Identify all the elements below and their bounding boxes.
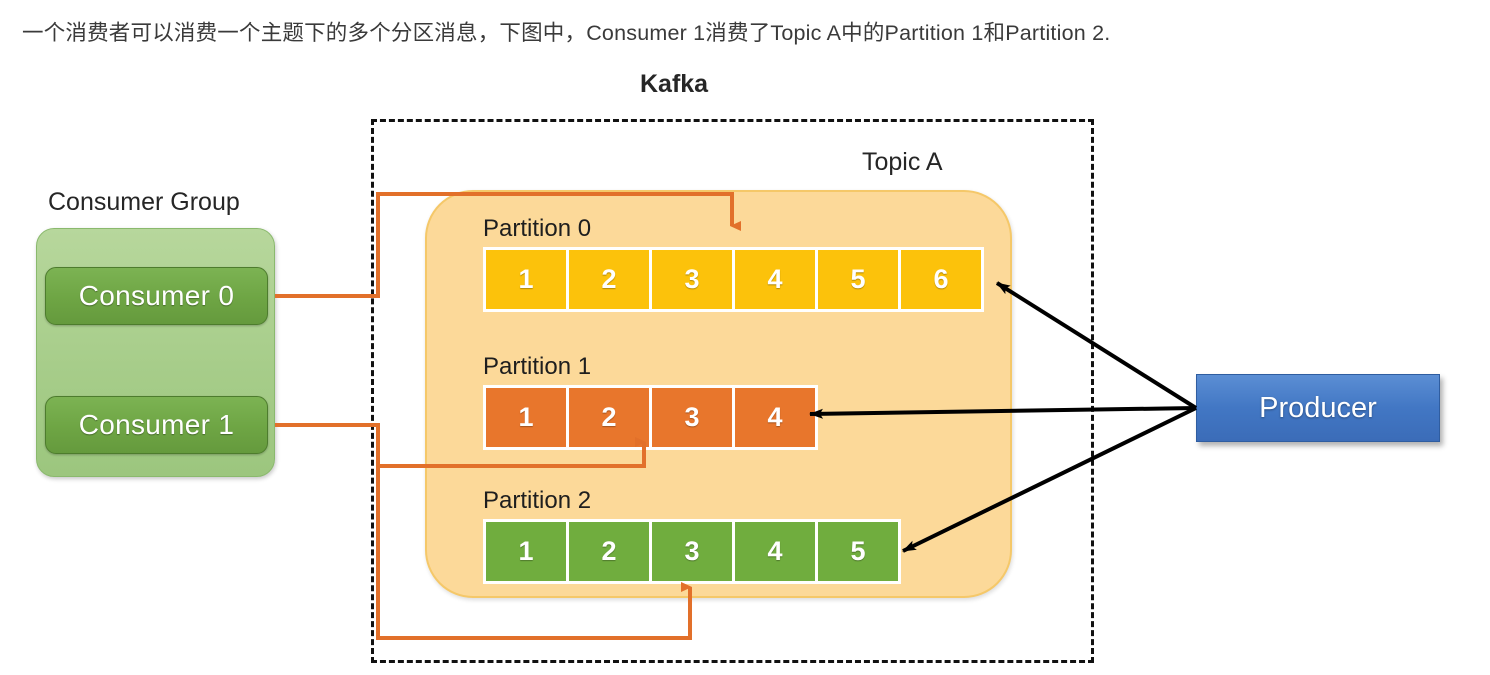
partition-2-message-row: 1 2 3 4 5 [483,519,901,584]
partition-2-message[interactable]: 2 [569,522,649,581]
partition-1-message[interactable]: 2 [569,388,649,447]
partition-0-message[interactable]: 3 [652,250,732,309]
partition-0-title: Partition 0 [483,215,592,242]
partition-0-message[interactable]: 6 [901,250,981,309]
partition-0-message-row: 1 2 3 4 5 6 [483,247,984,312]
partition-2-message[interactable]: 4 [735,522,815,581]
partition-0-message[interactable]: 1 [486,250,566,309]
partition-0-message[interactable]: 4 [735,250,815,309]
producer-box[interactable]: Producer [1196,374,1440,442]
kafka-boundary-label: Kafka [640,70,709,98]
caption-text: 一个消费者可以消费一个主题下的多个分区消息，下图中，Consumer 1消费了T… [22,21,1111,45]
partition-1-message[interactable]: 1 [486,388,566,447]
partition-2-title: Partition 2 [483,487,592,514]
partition-0-message[interactable]: 5 [818,250,898,309]
consumer-0-box[interactable]: Consumer 0 [45,267,268,325]
topic-a-label: Topic A [862,148,943,176]
partition-1-message[interactable]: 4 [735,388,815,447]
partition-0-message[interactable]: 2 [569,250,649,309]
consumer-group-title: Consumer Group [48,188,240,216]
partition-1-message-row: 1 2 3 4 [483,385,818,450]
partition-2-message[interactable]: 3 [652,522,732,581]
partition-1-message[interactable]: 3 [652,388,732,447]
partition-1-title: Partition 1 [483,353,592,380]
partition-2-message[interactable]: 1 [486,522,566,581]
consumer-1-box[interactable]: Consumer 1 [45,396,268,454]
consumer-group-box: Consumer 0 Consumer 1 [36,228,275,477]
partition-2-message[interactable]: 5 [818,522,898,581]
